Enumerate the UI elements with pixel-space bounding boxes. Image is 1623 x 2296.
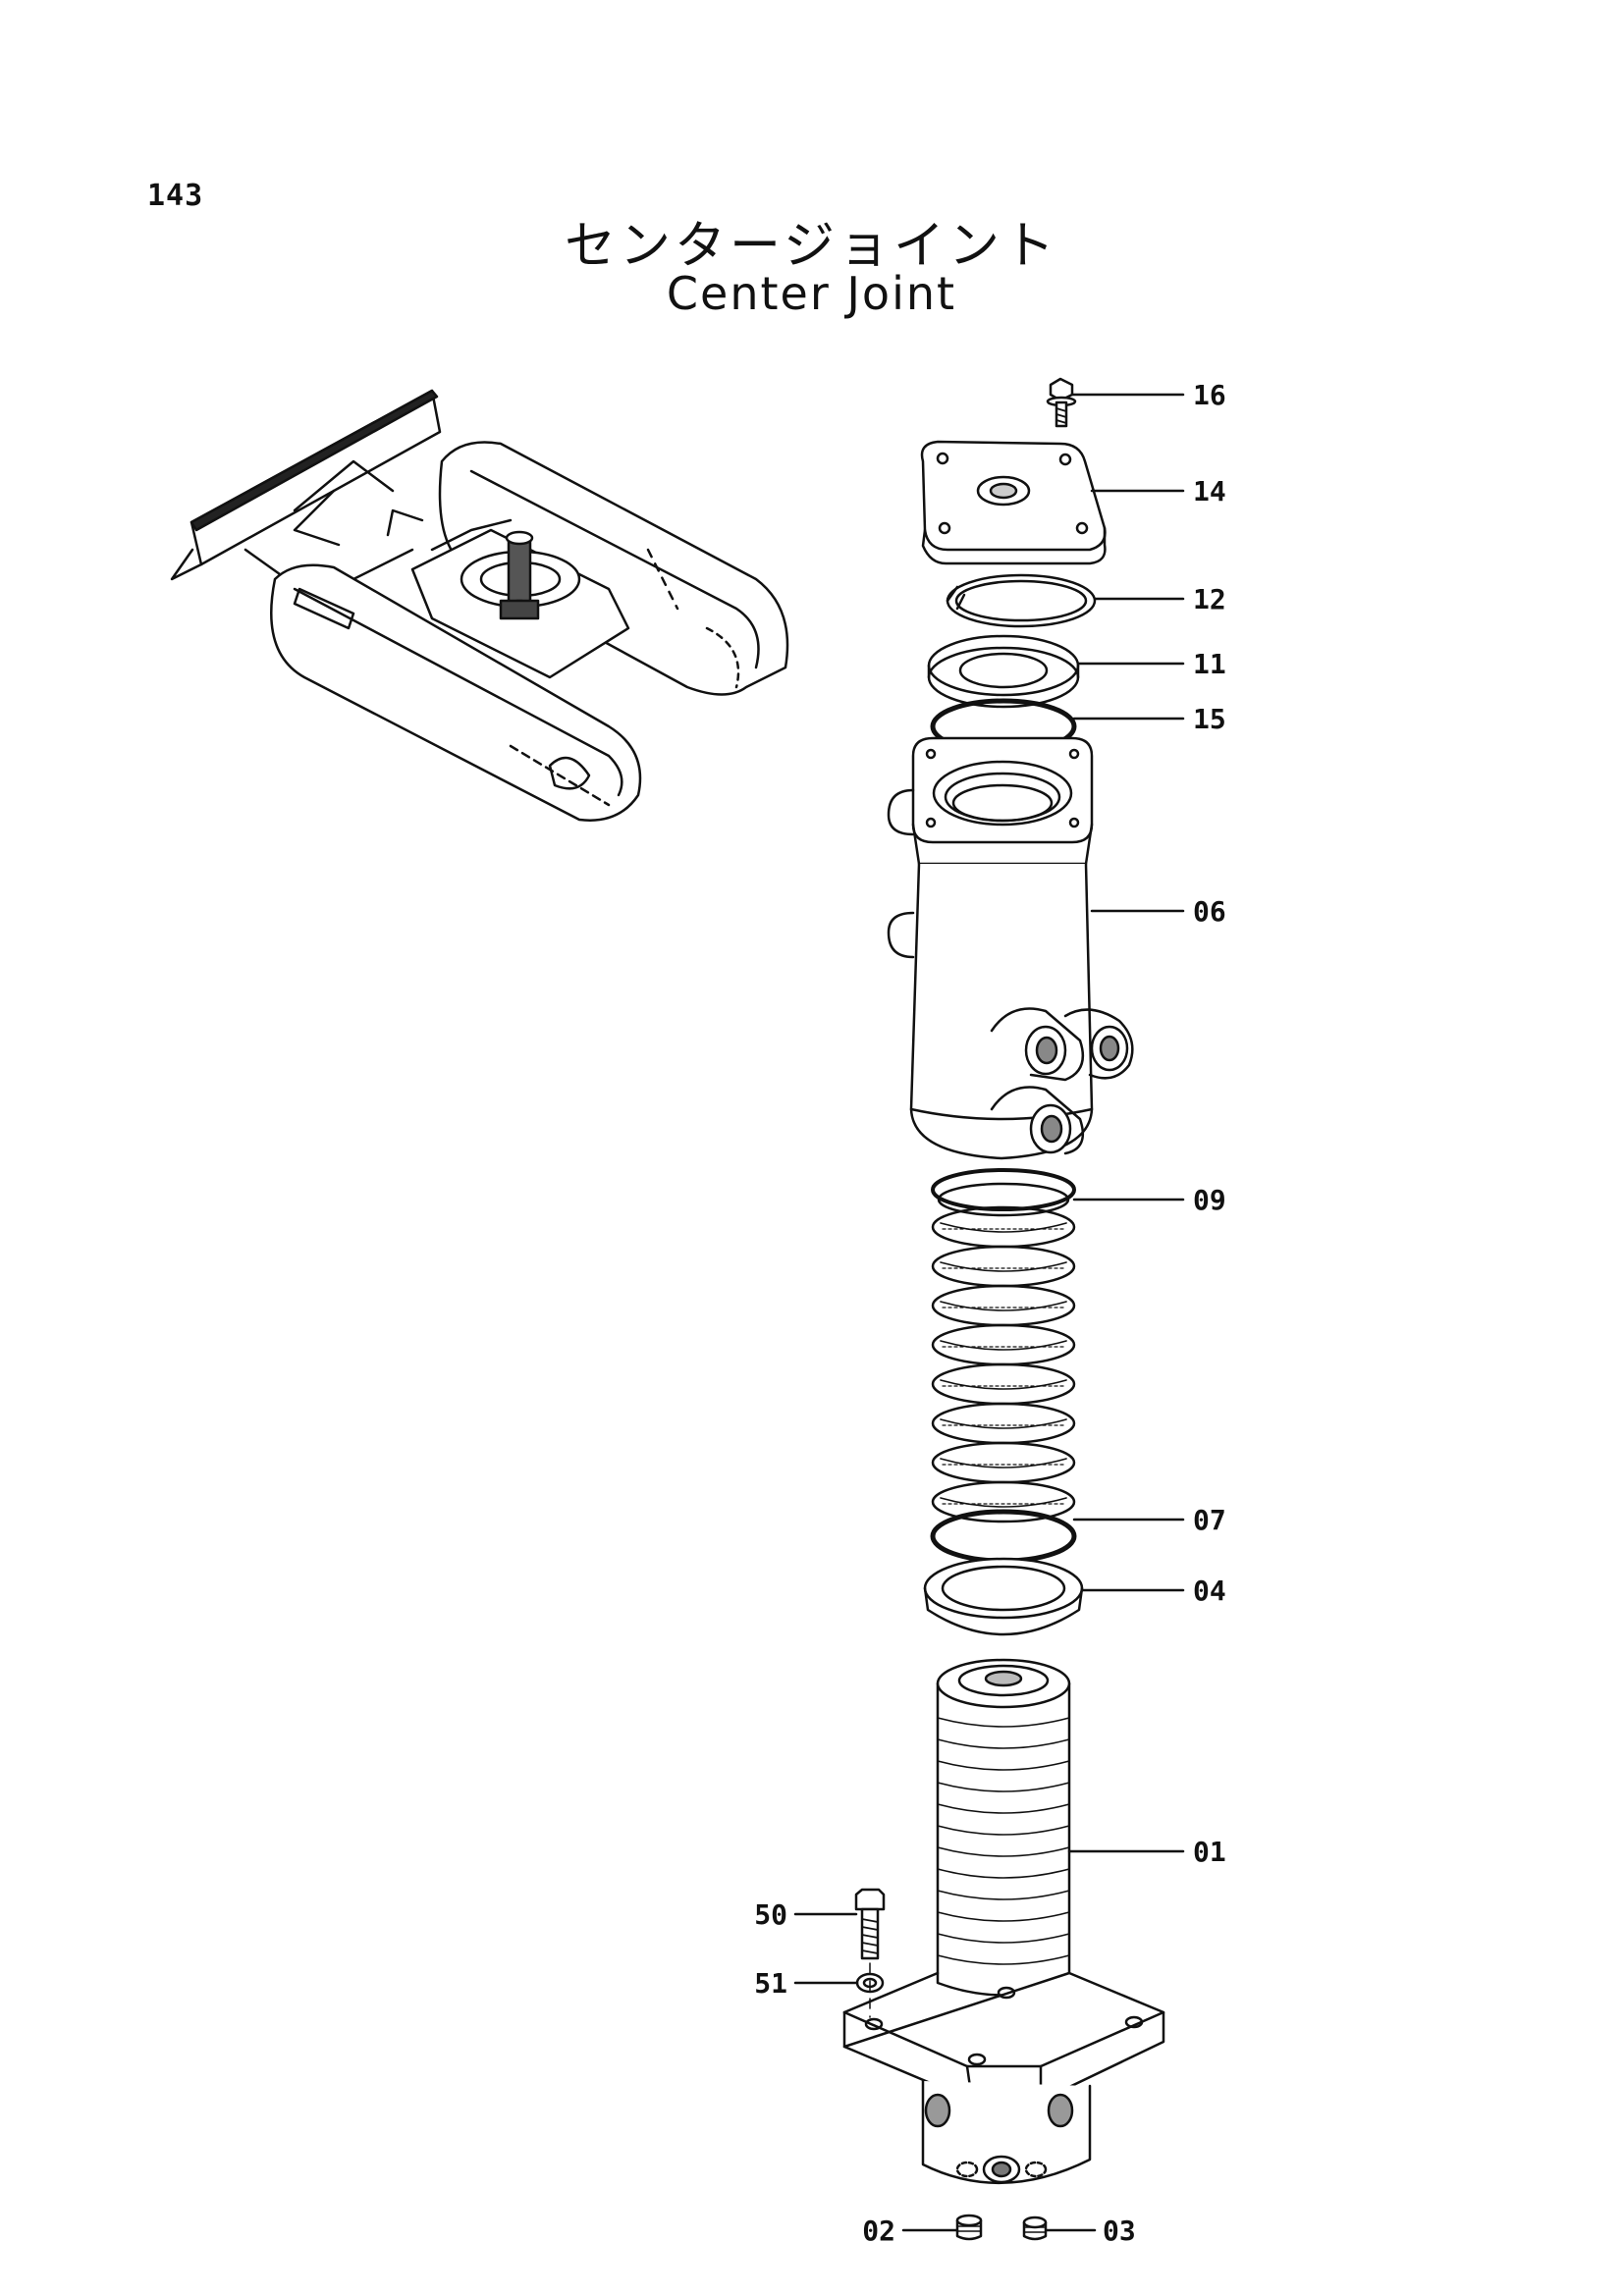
callout-label-07: 07 bbox=[1193, 1504, 1226, 1536]
spindle-groove bbox=[937, 1846, 1070, 1857]
seal-ring bbox=[931, 1480, 1076, 1523]
callout-label-03: 03 bbox=[1103, 2215, 1136, 2247]
part-01-spindle bbox=[842, 1658, 1165, 2184]
part-14-cover bbox=[920, 440, 1107, 565]
seal-ring-inner bbox=[940, 1497, 1067, 1508]
callout-label-11: 11 bbox=[1193, 648, 1226, 680]
spindle-groove bbox=[937, 1782, 1070, 1792]
part-12-snap-ring bbox=[946, 573, 1097, 628]
callout-label-09: 09 bbox=[1193, 1184, 1226, 1216]
title-japanese: センタージョイント bbox=[565, 217, 1058, 276]
callout-label-12: 12 bbox=[1193, 583, 1226, 615]
spindle-groove bbox=[937, 1954, 1070, 1965]
part-02-plug bbox=[955, 2214, 983, 2241]
callout-label-01: 01 bbox=[1193, 1836, 1226, 1868]
part-07-o-ring bbox=[930, 1509, 1077, 1564]
callout-label-02: 02 bbox=[862, 2215, 895, 2247]
callout-label-51: 51 bbox=[754, 1967, 787, 2000]
seal-ring-inner bbox=[940, 1301, 1067, 1311]
seal-ring-inner bbox=[940, 1340, 1067, 1351]
spindle-groove bbox=[937, 1803, 1070, 1814]
spindle-groove bbox=[937, 1738, 1070, 1749]
seal-ring-inner bbox=[940, 1222, 1067, 1233]
page-number: 143 bbox=[147, 179, 204, 213]
part-11-ring bbox=[927, 634, 1080, 709]
callout-label-15: 15 bbox=[1193, 703, 1226, 735]
spindle-groove bbox=[937, 1911, 1070, 1922]
part-50-bolt bbox=[854, 1888, 886, 1960]
seal-ring-inner bbox=[940, 1458, 1067, 1468]
callout-group: 16 14 12 11 15 06 09 07 04 01 50 51 02 03 bbox=[754, 379, 1225, 2247]
part-09-seal-stack bbox=[931, 1168, 1076, 1523]
spindle-groove bbox=[937, 1717, 1070, 1728]
spindle-groove bbox=[937, 1890, 1070, 1900]
undercarriage-locator-illustration bbox=[170, 389, 789, 822]
part-04-ring bbox=[923, 1557, 1084, 1636]
title-english: Center Joint bbox=[666, 267, 957, 320]
callout-label-04: 04 bbox=[1193, 1575, 1226, 1607]
part-03-plug bbox=[1022, 2216, 1048, 2241]
callout-label-14: 14 bbox=[1193, 475, 1226, 507]
seal-ring-inner bbox=[940, 1261, 1067, 1272]
callout-label-06: 06 bbox=[1193, 895, 1226, 928]
part-06-body bbox=[887, 736, 1134, 1160]
spindle-groove bbox=[937, 1760, 1070, 1771]
part-16-bolt bbox=[1046, 377, 1077, 428]
seal-ring-inner bbox=[940, 1418, 1067, 1429]
callout-label-50: 50 bbox=[754, 1898, 787, 1931]
spindle-groove bbox=[937, 1825, 1070, 1836]
spindle-groove bbox=[937, 1868, 1070, 1879]
seal-ring-inner bbox=[940, 1379, 1067, 1390]
callout-label-16: 16 bbox=[1193, 379, 1226, 411]
spindle-groove bbox=[937, 1933, 1070, 1944]
